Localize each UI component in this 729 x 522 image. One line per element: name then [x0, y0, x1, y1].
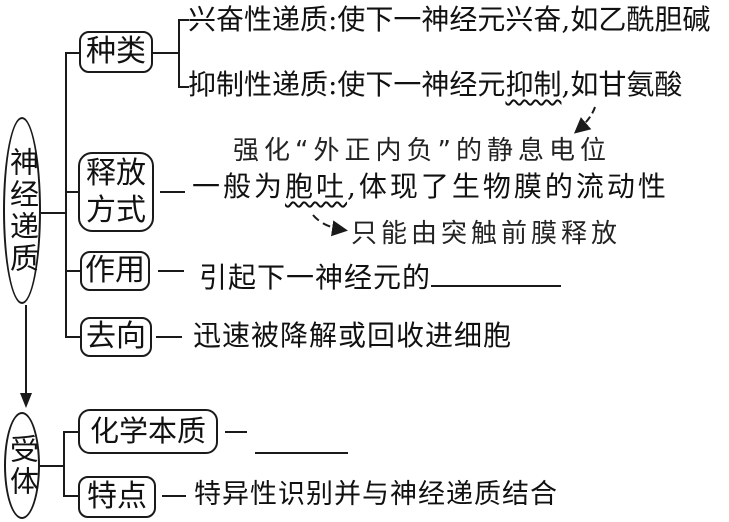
- feature-text-content: 特异性识别并与神经递质结合: [194, 479, 558, 510]
- effect-blank-underline: [431, 257, 562, 287]
- receptor-node: 受体: [4, 412, 40, 519]
- presynaptic-text: 只能由突触前膜释放: [351, 219, 622, 249]
- fate-text: 迅速被降解或回收进细胞: [193, 319, 513, 352]
- resting-potential-text: 强化“外正内负”的静息电位: [233, 136, 611, 166]
- types-bracket-vertical: [178, 19, 180, 88]
- dashed-curved-arrow-icon: [312, 214, 348, 237]
- node-feature: 特点: [78, 476, 156, 518]
- effect-dash-line: [158, 270, 184, 272]
- types-bracket-horizontal: [153, 52, 180, 54]
- receptor-bracket-vertical: [63, 431, 65, 497]
- chemical-dash-line: [225, 431, 247, 433]
- handwritten-presynaptic-note: 只能由突触前膜释放: [351, 220, 621, 249]
- root-node-neurotransmitter: 神经递质: [3, 117, 41, 304]
- excitatory-text: 兴奋性递质:使下一神经元兴奋,如乙酰胆碱: [188, 3, 711, 36]
- types-bracket-stub-top: [180, 19, 189, 21]
- fate-dash-line: [156, 336, 182, 338]
- chemical-blank-underline: [255, 452, 348, 454]
- effect-text-content: 引起下一神经元的: [199, 261, 432, 294]
- node-release-method: 释放方式: [78, 152, 154, 232]
- node-chemical-nature-label: 化学本质: [89, 414, 206, 449]
- release-dash-line: [160, 191, 185, 193]
- node-types-label: 种类: [86, 34, 146, 70]
- feature-dash-line: [162, 495, 186, 497]
- release-text-pre: 一般为: [192, 170, 286, 203]
- feature-connector-line: [65, 495, 78, 497]
- handwritten-resting-potential-note: 强化“外正内负”的静息电位: [233, 137, 611, 166]
- feature-text: 特异性识别并与神经递质结合: [194, 480, 558, 510]
- node-types: 种类: [79, 31, 153, 73]
- release-text: 一般为胞吐,体现了生物膜的流动性: [192, 170, 669, 203]
- node-release-method-label: 释放方式: [86, 155, 146, 229]
- release-text-post: ,体现了生物膜的流动性: [347, 170, 669, 203]
- node-fate: 去向: [80, 317, 152, 357]
- receptor-node-label: 受体: [5, 433, 40, 498]
- root-node-label: 神经递质: [5, 146, 40, 275]
- dashed-curved-arrow-icon: [573, 106, 596, 134]
- release-connector-line: [67, 191, 78, 193]
- node-feature-label: 特点: [87, 479, 147, 515]
- types-bracket-stub-bottom: [180, 86, 189, 88]
- fate-text-content: 迅速被降解或回收进细胞: [193, 319, 513, 352]
- down-arrow-icon: [20, 305, 32, 408]
- root-connector-line: [41, 212, 65, 214]
- chemical-connector-line: [65, 431, 78, 433]
- fate-connector-line: [67, 336, 80, 338]
- release-text-wavy-underlined: 胞吐: [285, 170, 348, 203]
- effect-text: 引起下一神经元的: [199, 257, 562, 294]
- receptor-connector-line: [40, 465, 63, 467]
- node-fate-label: 去向: [86, 319, 146, 355]
- node-chemical-nature: 化学本质: [78, 409, 218, 454]
- inhibitory-text-wavy-underlined: 抑制: [505, 68, 562, 101]
- inhibitory-text-post: ,如甘氨酸: [561, 68, 683, 101]
- effect-connector-line: [67, 270, 80, 272]
- inhibitory-text-pre: 抑制性递质:使下一神经元: [188, 68, 506, 101]
- trunk-line: [65, 52, 67, 338]
- inhibitory-text: 抑制性递质:使下一神经元抑制,如甘氨酸: [188, 68, 683, 101]
- types-connector-line: [67, 52, 79, 54]
- node-effect-label: 作用: [85, 253, 145, 289]
- excitatory-text-content: 兴奋性递质:使下一神经元兴奋,如乙酰胆碱: [188, 3, 711, 36]
- node-effect: 作用: [80, 251, 150, 291]
